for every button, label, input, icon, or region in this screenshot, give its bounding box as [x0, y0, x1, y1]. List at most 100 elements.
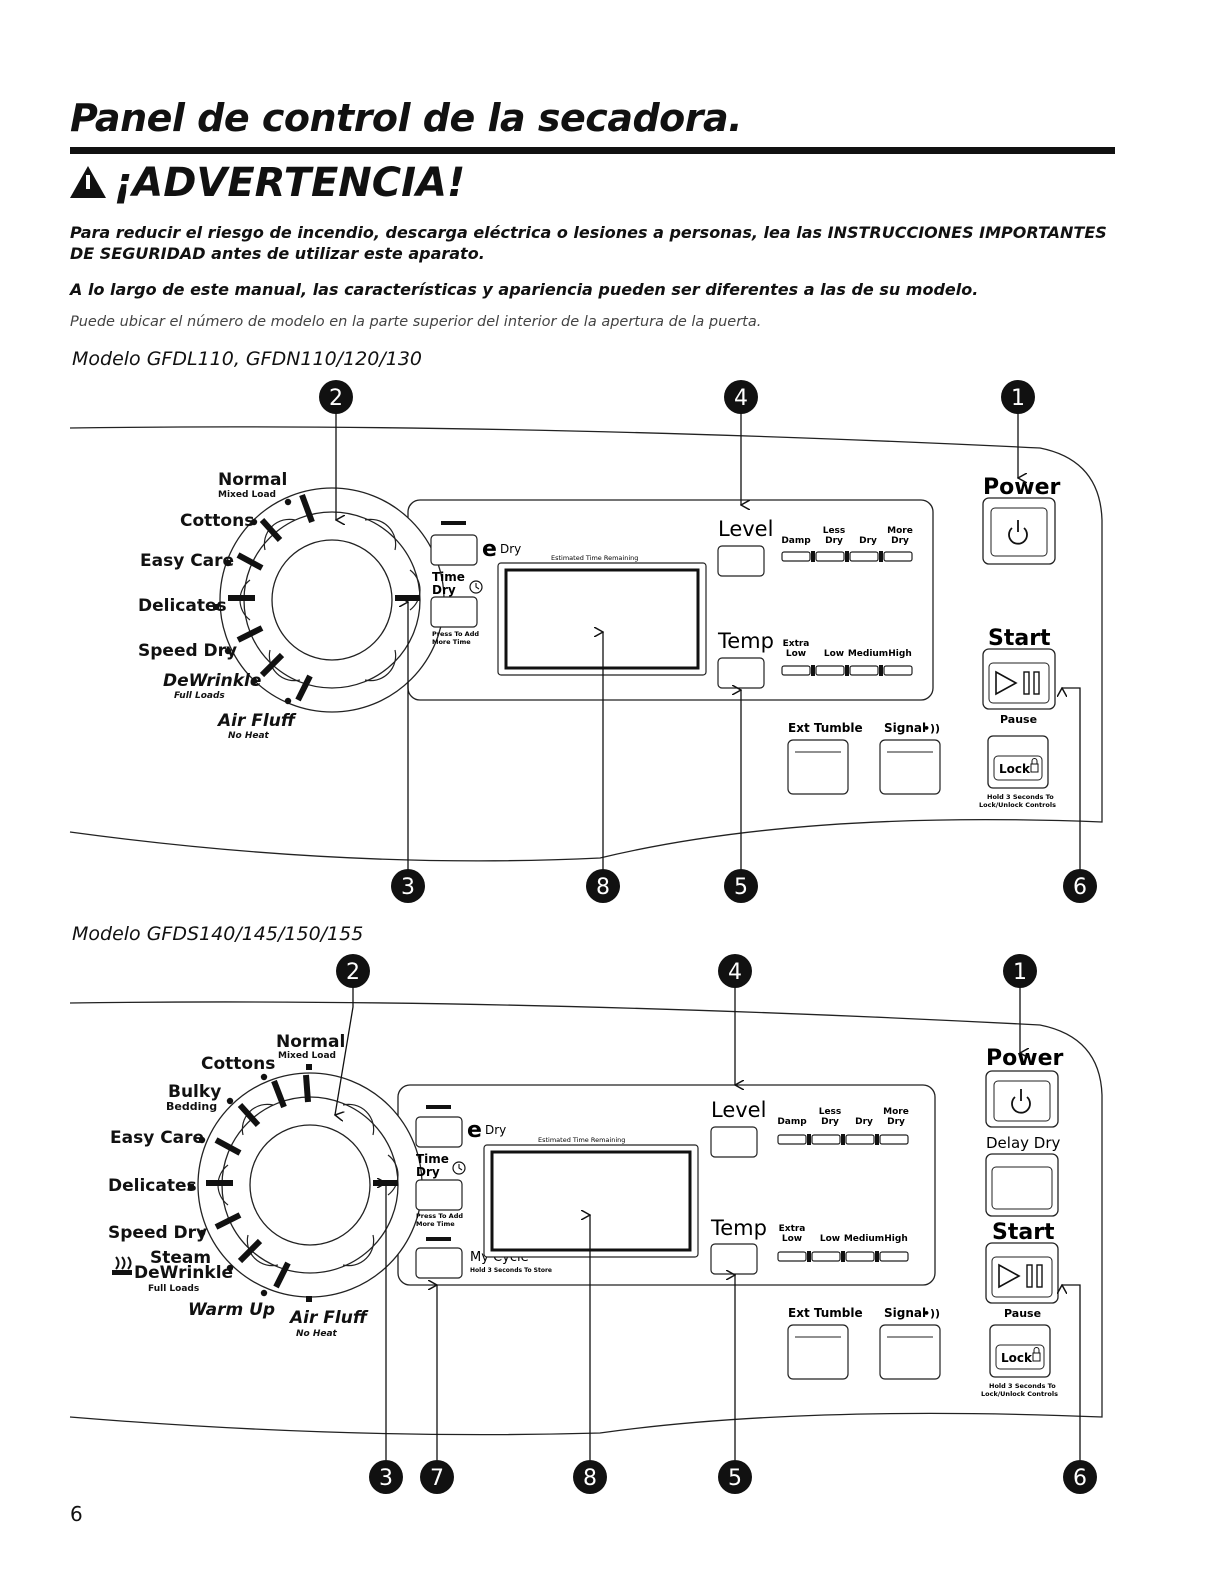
temp-label-1: Low — [824, 649, 844, 659]
level2-top-1: Less — [819, 1107, 842, 1117]
warning-heading-text: ¡ADVERTENCIA! — [114, 160, 466, 206]
callout-top-1-badge — [1001, 380, 1035, 414]
power-button-2[interactable] — [985, 1070, 1059, 1128]
lock-button-2[interactable] — [989, 1324, 1051, 1378]
edry-button[interactable] — [430, 534, 478, 566]
temp2-sep-0 — [807, 1251, 811, 1262]
start-pause-button[interactable] — [982, 648, 1056, 710]
lock-button[interactable] — [987, 735, 1049, 789]
level-sep-1 — [845, 551, 849, 562]
temp2-light-1 — [811, 1251, 841, 1262]
cycle2-speed-dry[interactable]: Speed Dry — [108, 1223, 207, 1243]
lock-label-2: Lock — [1001, 1351, 1033, 1365]
power-label-2: Power — [986, 1046, 1063, 1071]
temp-label-2: Medium — [848, 649, 888, 659]
signal-button-2[interactable] — [879, 1324, 941, 1380]
level-button[interactable] — [717, 545, 765, 577]
temp-label-3: High — [888, 649, 911, 659]
callout-top-4-badge — [718, 954, 752, 988]
temp2-label-1: Low — [820, 1234, 840, 1244]
signal-sound-icon: •)) — [923, 722, 940, 735]
time-dry-button[interactable] — [430, 596, 478, 628]
lock-icon-2 — [1032, 1347, 1041, 1362]
cycle2-warm-up[interactable]: Warm Up — [188, 1300, 275, 1320]
level-sep-0 — [811, 551, 815, 562]
temp-sep-2 — [879, 665, 883, 676]
callout-bottom-3: 3 — [379, 1466, 393, 1491]
cycle2-delicates[interactable]: Delicates — [108, 1176, 197, 1196]
temp-button[interactable] — [717, 657, 765, 689]
ext-tumble-button-2[interactable] — [787, 1324, 849, 1380]
my-cycle-button[interactable] — [415, 1247, 463, 1279]
cycle-normal[interactable]: Normal — [218, 470, 287, 490]
cycle2-dewrinkle[interactable]: DeWrinkle — [134, 1263, 233, 1283]
level-label-0: Damp — [781, 536, 811, 546]
callout-bottom-6: 6 — [1073, 875, 1087, 900]
cycle-easy-care[interactable]: Easy Care — [140, 551, 234, 571]
cycle-delicates[interactable]: Delicates — [138, 596, 227, 616]
temp2-sep-1 — [841, 1251, 845, 1262]
cycle2-easy-care[interactable]: Easy Care — [110, 1128, 204, 1148]
time-dry-button-2[interactable] — [415, 1179, 463, 1211]
cycle-air-fluff[interactable]: Air Fluff — [216, 711, 297, 731]
level2-label-3: Dry — [887, 1117, 905, 1127]
pause-label: Pause — [1000, 713, 1037, 726]
delay-dry-label: Delay Dry — [986, 1134, 1061, 1152]
cycle2-normal[interactable]: Normal — [276, 1032, 345, 1052]
press-to-add2-2: More Time — [416, 1220, 455, 1228]
start-pause-button-2[interactable] — [985, 1242, 1059, 1304]
warning-heading: ¡ADVERTENCIA! — [70, 160, 465, 206]
cycle-cottons[interactable]: Cottons — [180, 511, 254, 531]
cycle2-air-fluff-sub: No Heat — [296, 1329, 338, 1339]
temp2-sep-2 — [875, 1251, 879, 1262]
level2-sep-2 — [875, 1134, 879, 1145]
control-panel-1: Normal Mixed Load Cottons Easy Care Deli… — [69, 380, 1103, 903]
level-light-2 — [849, 551, 879, 562]
level2-sep-1 — [841, 1134, 845, 1145]
press-to-add-1: Press To Add — [432, 630, 479, 638]
cycle2-cottons[interactable]: Cottons — [201, 1054, 275, 1074]
temp-label: Temp — [717, 629, 774, 653]
power-button[interactable] — [982, 497, 1056, 565]
clock-icon-2 — [452, 1161, 466, 1175]
press-to-add-2: More Time — [432, 638, 471, 646]
callout-bottom-8: 8 — [596, 875, 610, 900]
estimated-time-label-2: Estimated Time Remaining — [538, 1136, 625, 1144]
level-top-1: Less — [823, 526, 846, 536]
delay-dry-button[interactable] — [985, 1153, 1059, 1217]
temp-sep-0 — [811, 665, 815, 676]
temp-light-2 — [849, 665, 879, 676]
model-label-2: Modelo GFDS140/145/150/155 — [72, 923, 364, 945]
callout-bottom-6-badge — [1063, 1460, 1097, 1494]
temp2-label-0: Low — [782, 1234, 802, 1244]
play-pause-icon — [995, 670, 1040, 696]
cycle2-air-fluff[interactable]: Air Fluff — [288, 1308, 369, 1328]
signal-button[interactable] — [879, 739, 941, 795]
callout-top-1-badge — [1003, 954, 1037, 988]
lock-hint2-2: Lock/Unlock Controls — [981, 1390, 1058, 1398]
cycle2-bulky[interactable]: Bulky — [168, 1082, 221, 1102]
level-light-3 — [883, 551, 913, 562]
title-rule — [70, 147, 1115, 154]
level-button-2[interactable] — [710, 1126, 758, 1158]
ext-tumble-button[interactable] — [787, 739, 849, 795]
cycle-speed-dry[interactable]: Speed Dry — [138, 641, 237, 661]
play-pause-icon-2 — [998, 1263, 1043, 1289]
edry-button-2[interactable] — [415, 1116, 463, 1148]
lock-hint-1: Hold 3 Seconds To — [987, 793, 1054, 801]
callout-bottom-8-badge — [586, 869, 620, 903]
level-label-2: Level — [711, 1098, 766, 1122]
signal-label: Signal — [884, 721, 926, 735]
signal-sound-icon-2: •)) — [923, 1307, 940, 1320]
cycle-dewrinkle[interactable]: DeWrinkle — [163, 671, 261, 691]
temp-button-2[interactable] — [710, 1243, 758, 1275]
cycle-dial[interactable] — [219, 487, 445, 713]
lock-label: Lock — [999, 762, 1031, 776]
estimated-time-label: Estimated Time Remaining — [551, 554, 638, 562]
callout-top-2-badge — [319, 380, 353, 414]
warning-icon — [70, 166, 106, 198]
time-dry-label2-2: Dry — [416, 1165, 440, 1179]
cycle-dial-2[interactable] — [197, 1072, 423, 1298]
cycle2-steam[interactable]: Steam — [150, 1248, 211, 1268]
